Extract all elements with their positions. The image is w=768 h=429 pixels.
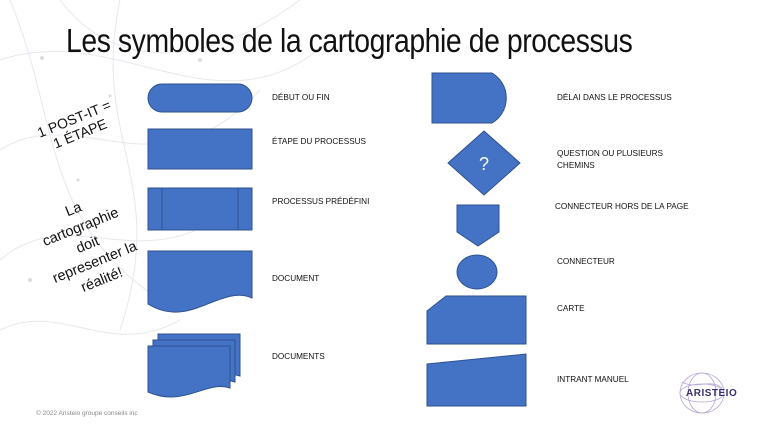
label-offpage-connector: CONNECTEUR HORS DE LA PAGE: [555, 202, 689, 211]
logo-text: ARISTEIO: [686, 388, 738, 399]
delay-shape: [431, 72, 507, 124]
connector-shape: [456, 254, 498, 290]
manual-input-shape: [426, 353, 527, 407]
aristeio-logo: [679, 372, 725, 414]
label-documents: DOCUMENTS: [272, 352, 325, 361]
label-manual-input: INTRANT MANUEL: [557, 375, 629, 384]
predefined-process-shape: [147, 187, 253, 231]
label-process-step: ÉTAPE DU PROCESSUS: [272, 137, 367, 146]
page-title: Les symboles de la cartographie de proce…: [66, 22, 633, 59]
label-connector: CONNECTEUR: [557, 257, 615, 266]
card-shape: [426, 295, 527, 345]
document-shape: [147, 250, 253, 313]
label-start-end: DÉBUT OU FIN: [272, 93, 330, 102]
label-card: CARTE: [557, 304, 585, 313]
label-delay: DÉLAI DANS LE PROCESSUS: [557, 93, 672, 102]
copyright-footer: © 2022 Aristeio groupe conseils inc: [36, 410, 138, 417]
terminator-shape: [147, 83, 253, 113]
label-predefined-process: PROCESSUS PRÉDÉFINI: [272, 197, 370, 206]
documents-shape: [147, 333, 241, 398]
label-document: DOCUMENT: [272, 274, 320, 283]
question-mark-glyph: ?: [479, 154, 489, 174]
process-step-shape: [147, 128, 253, 170]
offpage-connector-shape: [456, 204, 500, 247]
label-decision: QUESTION OU PLUSIEURS CHEMINS: [557, 149, 664, 170]
decision-shape: [447, 130, 521, 196]
